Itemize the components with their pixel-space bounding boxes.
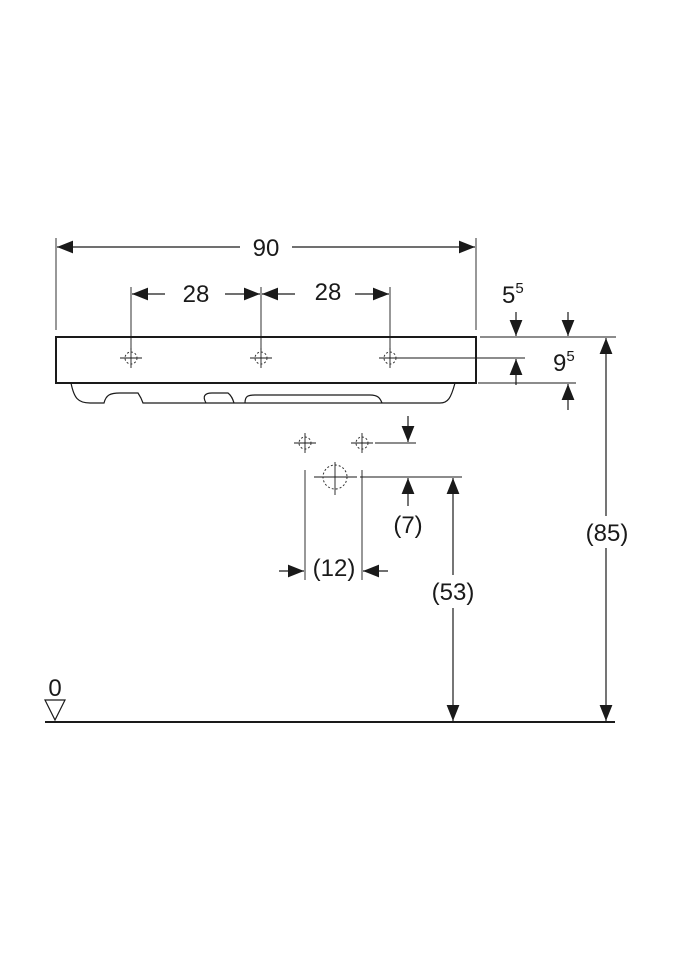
waste-outlet-detail: (7) (12) <box>279 416 462 582</box>
tap-spacing-right-label: 28 <box>315 279 342 306</box>
waste-offset-label: (7) <box>393 512 422 539</box>
rim-height-sup: 5 <box>566 348 574 365</box>
fixing-point-right-icon <box>350 432 374 454</box>
dimension-rim: 55 95 <box>400 280 616 410</box>
rim-height-base: 9 <box>553 350 566 377</box>
top-offset-sup: 5 <box>515 280 523 297</box>
tap-hole-center-icon <box>249 347 273 369</box>
dimension-total-width: 90 <box>55 235 477 330</box>
top-offset-label: 55 <box>502 280 524 309</box>
tap-spacing-left-label: 28 <box>183 281 210 308</box>
waste-outlet-icon <box>314 462 357 495</box>
washbasin-front-view <box>55 336 477 404</box>
top-offset-base: 5 <box>502 282 515 309</box>
tap-hole-left-icon <box>119 347 143 369</box>
dimension-total-height: (85) <box>586 338 629 721</box>
waste-height-label: (53) <box>432 579 475 606</box>
width-label: 90 <box>253 235 280 262</box>
fixing-point-left-icon <box>293 432 317 454</box>
floor-level-label: 0 <box>48 675 61 702</box>
waste-width-label: (12) <box>313 555 356 582</box>
dimension-tap-spacing: 28 28 <box>130 279 391 350</box>
total-height-label: (85) <box>586 520 629 547</box>
dimension-waste-height: (53) <box>432 478 475 721</box>
rim-height-label: 95 <box>553 348 575 377</box>
floor-reference: 0 <box>44 675 615 723</box>
tap-hole-right-icon <box>378 347 402 369</box>
level-triangle-icon <box>44 699 66 722</box>
